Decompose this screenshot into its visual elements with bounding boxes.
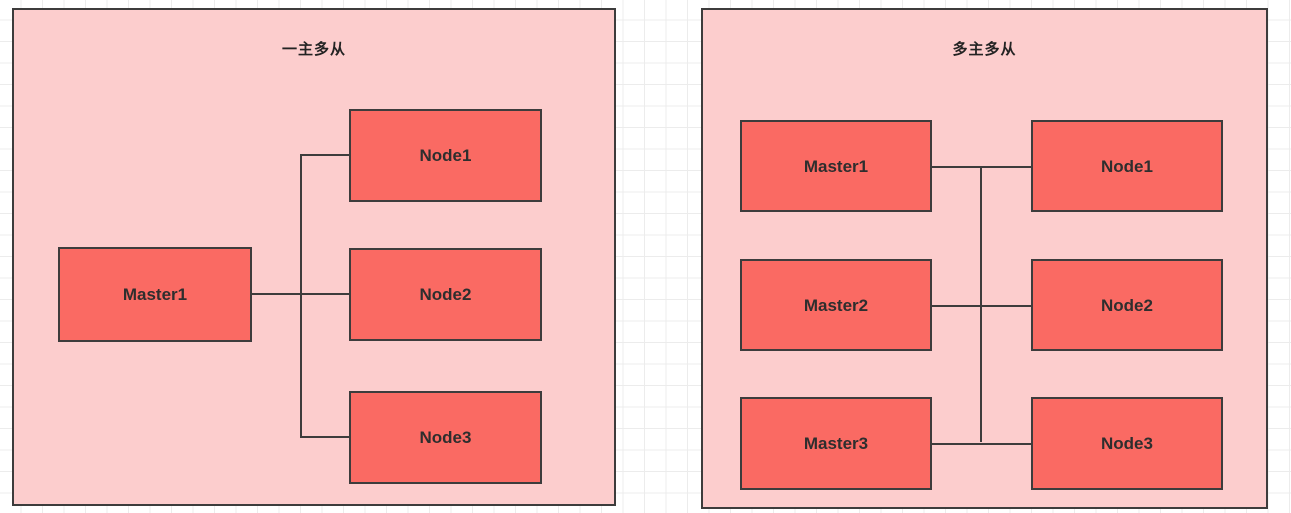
node-label-master2: Master2 (803, 295, 869, 315)
connector-master1-stub (250, 293, 302, 295)
connector-branch-node2 (300, 293, 350, 295)
node-box-node1[interactable]: Node1 (349, 109, 542, 202)
node-box-master3[interactable]: Master3 (740, 397, 932, 490)
node-label-master3: Master3 (803, 434, 869, 453)
node-box-node2[interactable]: Node2 (349, 248, 542, 341)
group-title-one-master: 一主多从 (281, 41, 346, 58)
node-box-master1[interactable]: Master1 (740, 120, 932, 212)
connector-vertical-trunk (300, 154, 302, 438)
node-box-master1[interactable]: Master1 (58, 247, 252, 342)
node-label-node3: Node3 (1101, 434, 1153, 453)
group-title-multi-master: 多主多从 (952, 41, 1017, 58)
node-box-node3[interactable]: Node3 (1031, 397, 1223, 490)
node-box-node2[interactable]: Node2 (1031, 259, 1223, 351)
connector-branch-node3 (300, 436, 350, 438)
node-label-master1: Master1 (803, 156, 869, 176)
node-label-node2: Node2 (1101, 295, 1153, 315)
node-label-master1: Master1 (122, 285, 188, 304)
node-box-master2[interactable]: Master2 (740, 259, 932, 351)
connector-master3-node3 (931, 443, 1031, 445)
connector-vertical-trunk (980, 166, 982, 442)
connector-branch-node1 (300, 154, 350, 156)
group-many-masters-many-slaves[interactable]: 多主多从 Master1 Master2 Master3 Node1 Node2… (701, 8, 1268, 509)
node-label-node1: Node1 (1101, 156, 1153, 176)
node-label-node3: Node3 (419, 428, 472, 447)
connector-master2-node2 (931, 305, 1031, 307)
node-label-node2: Node2 (419, 285, 472, 304)
node-box-node1[interactable]: Node1 (1031, 120, 1223, 212)
connector-master1-node1 (931, 166, 1031, 168)
group-one-master-many-slaves[interactable]: 一主多从 Master1 Node1 Node2 Node3 (12, 8, 616, 506)
node-box-node3[interactable]: Node3 (349, 391, 542, 484)
node-label-node1: Node1 (419, 146, 472, 165)
